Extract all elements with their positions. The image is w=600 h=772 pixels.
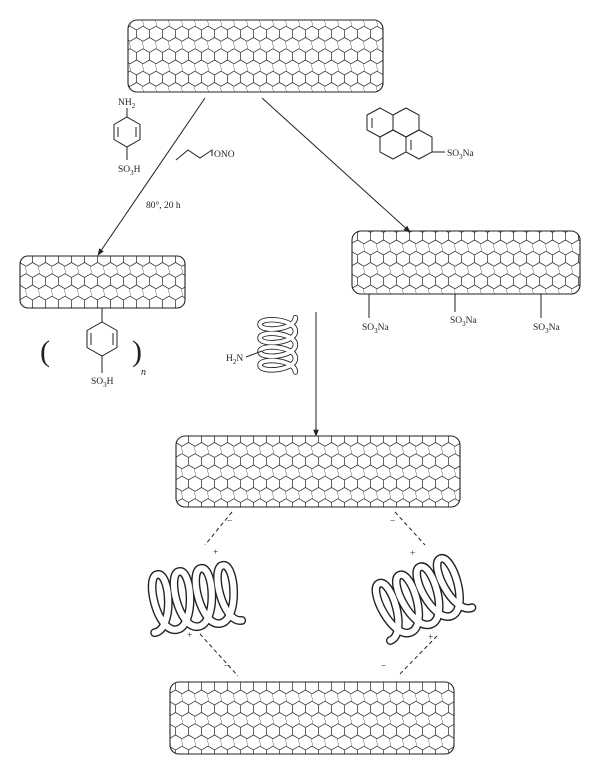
charge-positive-1: + [213, 548, 218, 558]
helix-amine-label: H2N [226, 354, 243, 366]
nanotube-middle [175, 435, 461, 508]
helix-right [369, 555, 472, 641]
helix-left [147, 564, 242, 633]
sulfonate-label-3: SO3Na [533, 323, 561, 335]
repeat-index: n [141, 367, 146, 378]
repeat-bracket-close: ) [132, 335, 142, 368]
nanotube-bottom [169, 681, 455, 755]
left-sulfonic-label: SO3H [91, 377, 114, 389]
amine-bond [245, 350, 263, 358]
nitrite-label: ONO [214, 150, 235, 160]
sulfonate-label-2: SO3Na [450, 316, 478, 328]
nanotube-pristine-top [127, 19, 384, 93]
reaction-conditions: 80°, 20 h [146, 200, 181, 211]
sulfonate-label-1: SO3Na [362, 323, 390, 335]
electrostatic-links [199, 511, 438, 677]
charge-positive-2: + [410, 549, 415, 559]
sulfonic-acid-label: SO3H [118, 165, 141, 177]
nanotube-sulfonated-left [19, 255, 186, 309]
amine-label: NH2 [118, 98, 136, 110]
charge-negative-1: − [227, 517, 232, 527]
amino-helix [260, 318, 295, 372]
pyrene-structure [366, 107, 445, 160]
charge-positive-3: + [187, 631, 192, 641]
sulfanilic-acid-structure [113, 108, 141, 160]
charge-positive-4: + [428, 633, 433, 643]
attached-aryl-group [86, 308, 118, 373]
charge-negative-2: − [390, 517, 395, 527]
nanotube-pyrene-right [351, 230, 581, 295]
repeat-bracket-open: ( [40, 335, 50, 368]
charge-negative-3: − [224, 662, 229, 672]
reaction-arrow-right [261, 97, 411, 233]
reaction-arrow-left [97, 97, 206, 256]
alkyl-nitrite-chain [175, 149, 213, 161]
charge-negative-4: − [381, 662, 386, 672]
pyrene-sulfonate-label: SO3Na [447, 149, 475, 161]
sulfonate-anchors [368, 294, 542, 318]
